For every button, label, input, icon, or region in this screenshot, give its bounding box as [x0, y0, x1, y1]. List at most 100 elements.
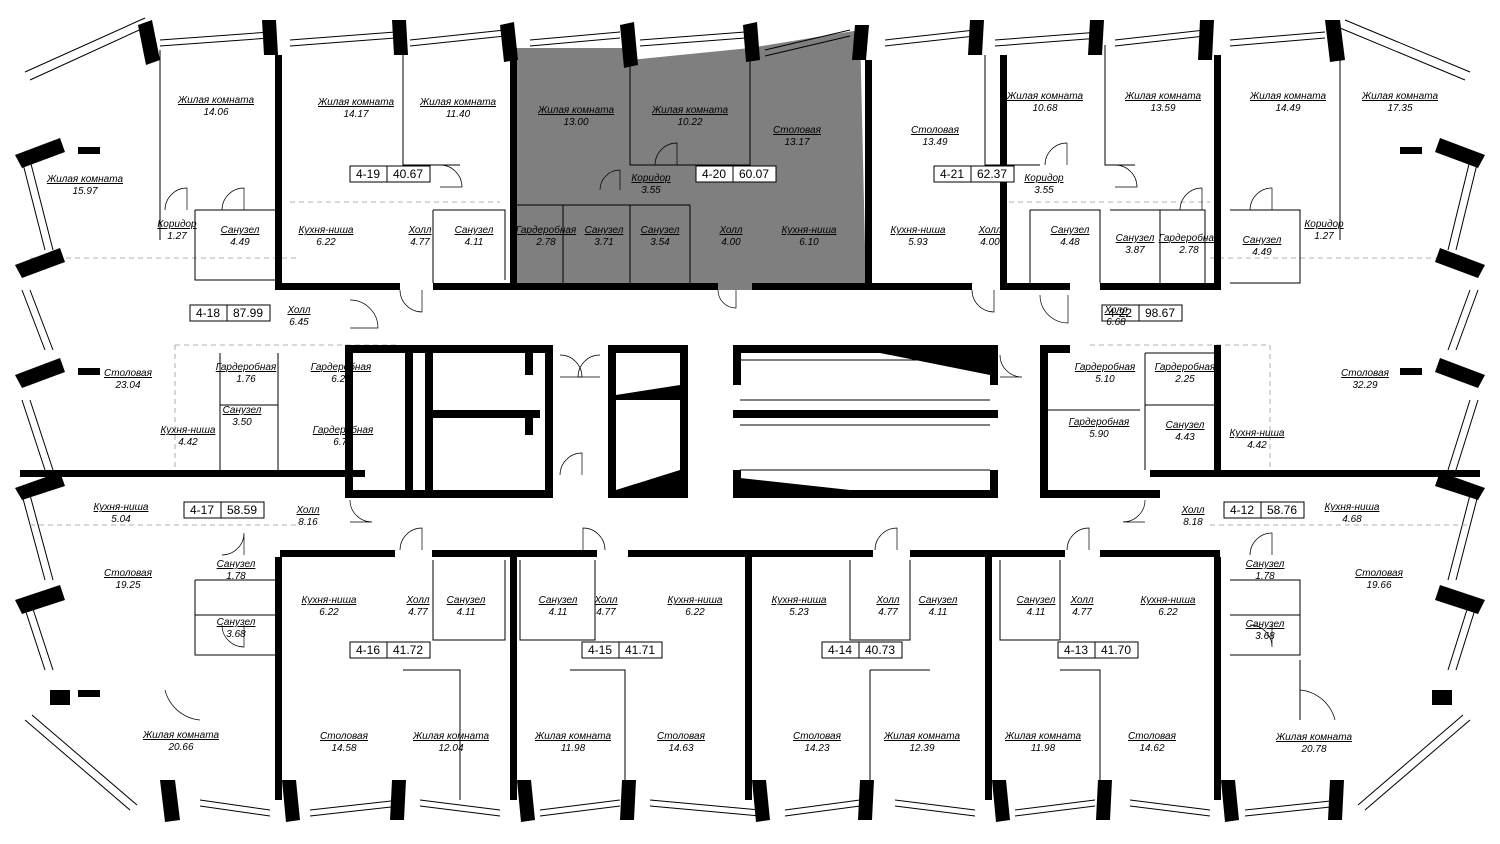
room-area: 4.77 [408, 607, 428, 618]
room-area: 12.39 [909, 743, 934, 754]
room-name: Холл [1069, 595, 1093, 606]
room-name: Санузел [1243, 235, 1282, 246]
room-area: 17.35 [1387, 103, 1412, 114]
room-name: Кухня-ниша [772, 595, 827, 606]
room-area: 15.97 [72, 186, 97, 197]
room-area: 5.23 [789, 607, 809, 618]
room-area: 11.98 [1031, 743, 1056, 754]
apartment-area: 41.72 [393, 643, 423, 657]
apartment-number: 4-21 [940, 167, 964, 181]
room-name: Коридор [631, 173, 671, 184]
room-name: Жилая комната [534, 731, 611, 742]
room-name: Кухня-ниша [782, 225, 837, 236]
room-area: 23.04 [114, 380, 140, 391]
apartment-tag-box [189, 304, 271, 322]
room-name: Санузел [1051, 225, 1090, 236]
room-name: Холл [1180, 505, 1204, 516]
apartment-number: 4-18 [196, 306, 220, 320]
room-name: Жилая комната [1249, 91, 1326, 102]
room-name: Санузел [1246, 619, 1285, 630]
room-area: 4.49 [1252, 247, 1272, 258]
room-area: 14.58 [331, 743, 356, 754]
room-name: Жилая комната [412, 731, 489, 742]
room-area: 4.11 [465, 237, 484, 248]
apartment-4-20-highlight[interactable] [516, 30, 866, 290]
apartment-tag-box [349, 641, 431, 659]
apartment-tag-4-19[interactable]: 4-19 40.67 [349, 165, 431, 183]
room-name: Кухня-ниша [891, 225, 946, 236]
facade [21, 17, 1479, 817]
room-name: Санузел [447, 595, 486, 606]
room-name: Холл [593, 595, 617, 606]
inner-partitions [159, 45, 1341, 800]
room-area: 14.63 [668, 743, 693, 754]
apartment-area: 98.67 [1145, 306, 1175, 320]
room-name: Столовая [911, 125, 960, 136]
room-name: Жилая комната [1006, 91, 1083, 102]
room-area: 6.10 [799, 237, 819, 248]
room-area: 14.06 [203, 107, 228, 118]
apartment-number: 4-22 [1108, 306, 1132, 320]
apartment-area: 41.71 [625, 643, 655, 657]
room-area: 1.76 [236, 374, 256, 385]
room-name: Санузел [217, 617, 256, 628]
room-name: Столовая [104, 368, 153, 379]
room-area: 5.10 [1095, 374, 1115, 385]
apartment-tag-4-22[interactable]: 4-22 98.67 [1101, 304, 1183, 322]
room-name: Санузел [223, 405, 262, 416]
apartment-number: 4-19 [356, 167, 380, 181]
room-area: 14.17 [343, 109, 368, 120]
room-area: 14.23 [804, 743, 829, 754]
room-area: 2.78 [535, 237, 556, 248]
room-area: 4.77 [1072, 607, 1092, 618]
room-area: 4.00 [721, 237, 741, 248]
room-area: 1.27 [167, 231, 187, 242]
room-area: 19.25 [115, 580, 140, 591]
room-name: Жилая комната [537, 105, 614, 116]
room-area: 6.68 [1106, 317, 1126, 328]
apartment-number: 4-17 [190, 503, 214, 517]
doors [164, 142, 1336, 721]
apartment-area: 40.67 [393, 167, 423, 181]
apartment-tag-box [1223, 501, 1305, 519]
apartment-tag-box [349, 165, 431, 183]
room-name: Кухня-ниша [302, 595, 357, 606]
room-area: 3.71 [594, 237, 613, 248]
apartment-area: 40.73 [865, 643, 895, 657]
room-name: Холл [1103, 305, 1127, 316]
room-area: 2.25 [1174, 374, 1195, 385]
room-name: Коридор [1304, 219, 1344, 230]
